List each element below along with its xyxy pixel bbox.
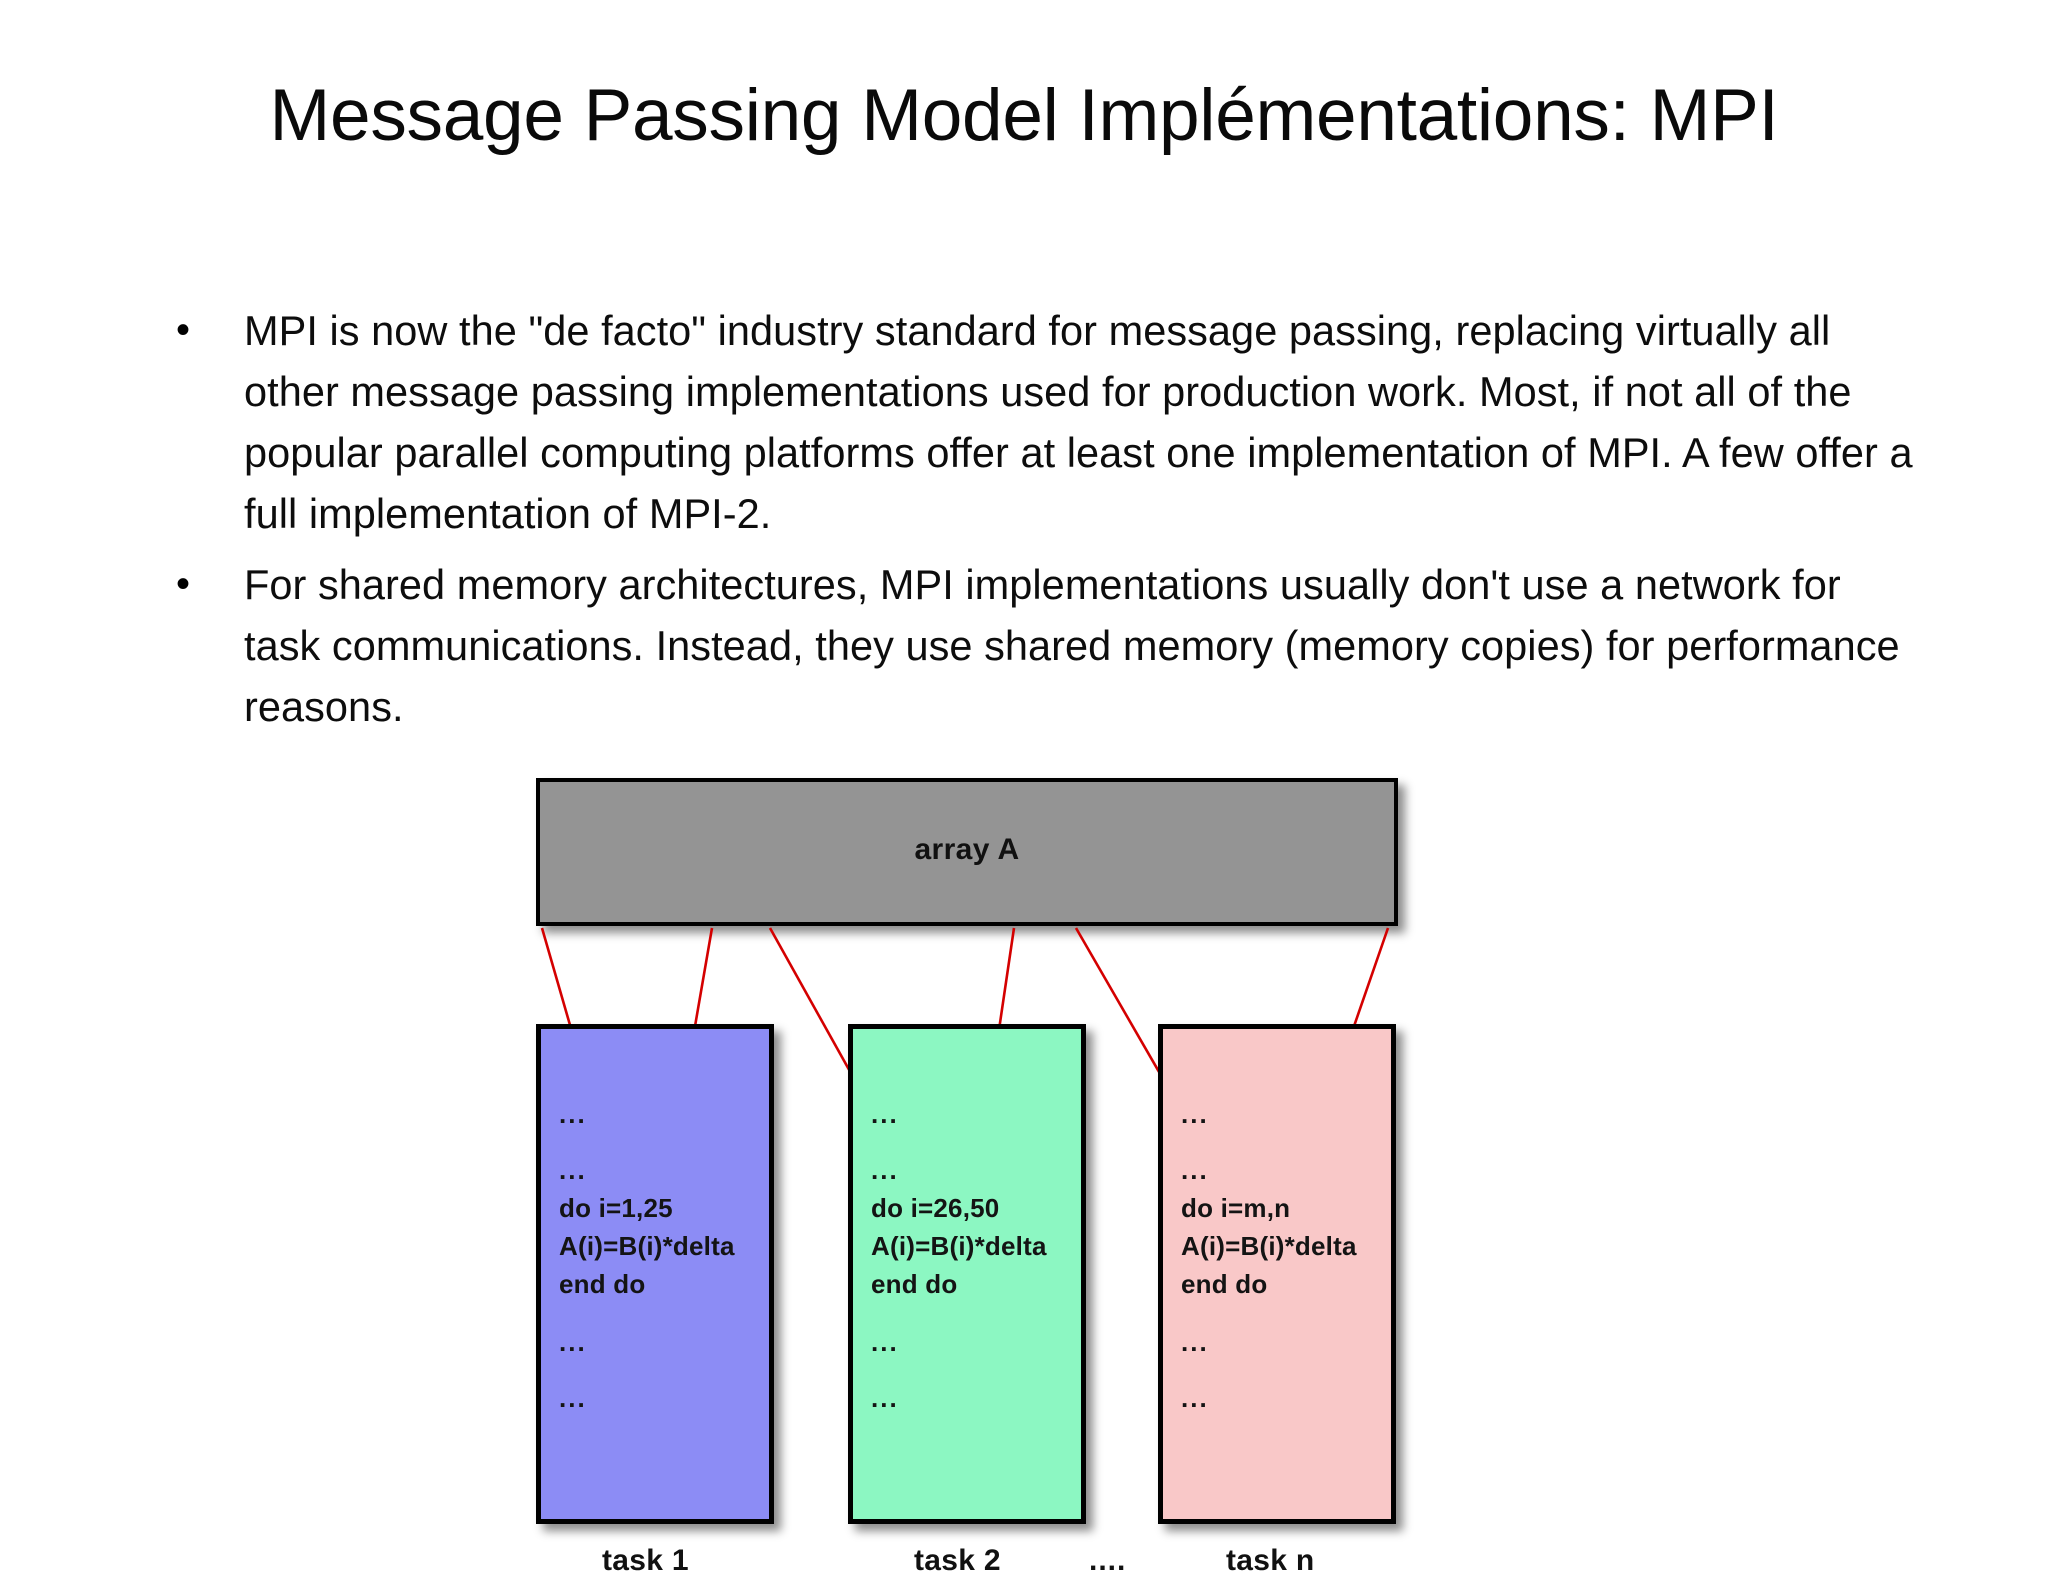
bullet-marker-icon: • bbox=[176, 308, 191, 352]
code-line: ... bbox=[1181, 1155, 1209, 1185]
task-n-label: task n bbox=[1226, 1544, 1315, 1577]
list-item: • For shared memory architectures, MPI i… bbox=[168, 554, 1928, 737]
code-line: ... bbox=[559, 1155, 587, 1185]
array-a-label: array A bbox=[914, 833, 1020, 866]
code-line: ... bbox=[871, 1099, 899, 1129]
task-label-row: task 1 task 2 .... task n bbox=[536, 1544, 1416, 1588]
code-line: end do bbox=[1181, 1269, 1268, 1299]
code-line: A(i)=B(i)*delta bbox=[1181, 1231, 1357, 1261]
code-line: A(i)=B(i)*delta bbox=[871, 1231, 1047, 1261]
task-2-label: task 2 bbox=[914, 1544, 1001, 1577]
code-line: end do bbox=[871, 1269, 958, 1299]
code-line: do i=m,n bbox=[1181, 1193, 1291, 1223]
bullet-text-2: For shared memory architectures, MPI imp… bbox=[244, 561, 1900, 730]
code-line: ... bbox=[1181, 1327, 1209, 1357]
code-line: end do bbox=[559, 1269, 646, 1299]
array-a-box: array A bbox=[536, 778, 1398, 926]
task-box-2: ... ... do i=26,50 A(i)=B(i)*delta end d… bbox=[848, 1024, 1086, 1524]
bullet-list: • MPI is now the "de facto" industry sta… bbox=[168, 300, 1928, 747]
page-title: Message Passing Model Implémentations: M… bbox=[269, 75, 1779, 156]
code-line: A(i)=B(i)*delta bbox=[559, 1231, 735, 1261]
code-line: do i=26,50 bbox=[871, 1193, 1000, 1223]
task-1-label: task 1 bbox=[602, 1544, 689, 1577]
code-line: ... bbox=[1181, 1383, 1209, 1413]
code-line: ... bbox=[871, 1327, 899, 1357]
code-line: do i=1,25 bbox=[559, 1193, 673, 1223]
code-line: ... bbox=[871, 1383, 899, 1413]
task-box-n: ... ... do i=m,n A(i)=B(i)*delta end do … bbox=[1158, 1024, 1396, 1524]
code-line: ... bbox=[559, 1327, 587, 1357]
tasks-ellipsis-label: .... bbox=[1089, 1544, 1127, 1577]
list-item: • MPI is now the "de facto" industry sta… bbox=[168, 300, 1928, 544]
code-line: ... bbox=[871, 1155, 899, 1185]
code-line: ... bbox=[559, 1383, 587, 1413]
task-box-1: ... ... do i=1,25 A(i)=B(i)*delta end do… bbox=[536, 1024, 774, 1524]
bullet-marker-icon: • bbox=[176, 562, 191, 606]
code-line: ... bbox=[559, 1099, 587, 1129]
shared-memory-diagram: array A ... ... do i=1,25 A(i)=B(i)*delt… bbox=[536, 778, 1416, 1577]
code-line: ... bbox=[1181, 1099, 1209, 1129]
bullet-text-1: MPI is now the "de facto" industry stand… bbox=[244, 307, 1913, 537]
